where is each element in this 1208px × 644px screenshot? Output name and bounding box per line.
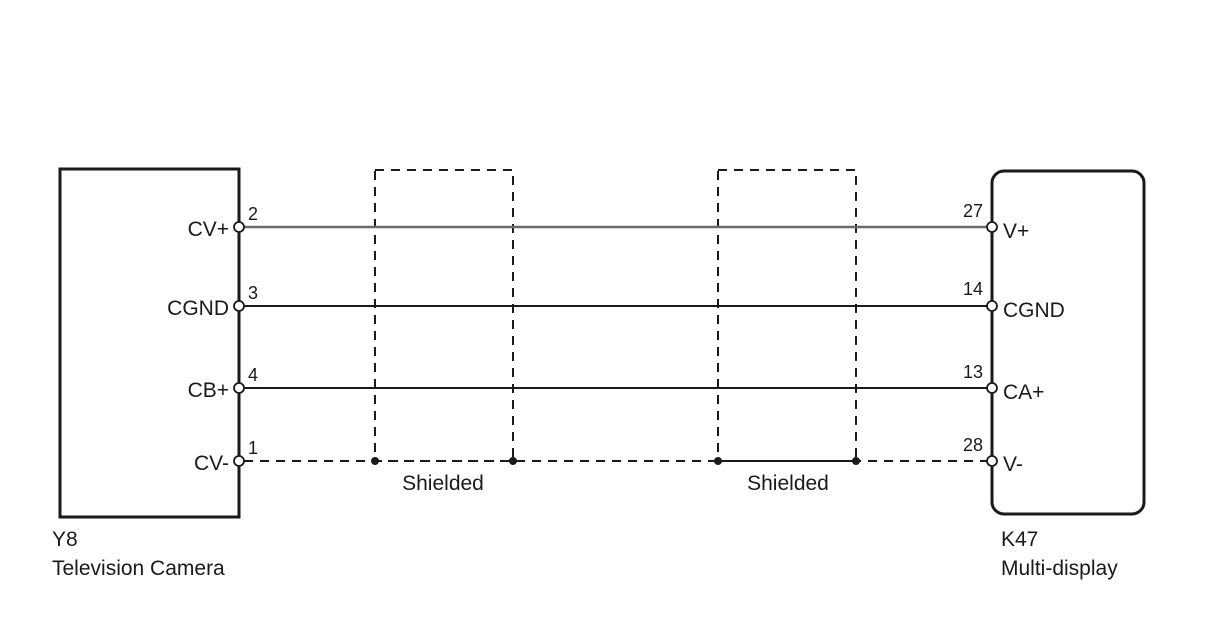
left-signal-label: CV- [194, 452, 229, 475]
multi-display-box [990, 169, 1146, 516]
shield-label: Shielded [402, 472, 484, 495]
right-component-code: K47 [1001, 528, 1038, 551]
left-signal-label: CGND [167, 297, 229, 320]
right-pin-number: 27 [963, 201, 983, 221]
left-terminal-pin [233, 300, 245, 312]
right-component-name: Multi-display [1001, 557, 1118, 580]
right-pin-number: 28 [963, 435, 983, 455]
right-signal-label: V+ [1003, 220, 1029, 243]
right-terminal-pin [986, 221, 998, 233]
shield-box-1 [374, 169, 514, 462]
shield-splice-dot [509, 457, 517, 465]
right-signal-label: V- [1003, 453, 1023, 476]
left-pin-number: 3 [248, 283, 258, 303]
right-pin-number: 13 [963, 362, 983, 382]
left-pin-number: 4 [248, 365, 258, 385]
shield-splice-dot [714, 457, 722, 465]
left-pin-number: 1 [248, 438, 258, 458]
shield-splice-dot [852, 457, 860, 465]
right-signal-label: CA+ [1003, 381, 1044, 404]
left-terminal-pin [233, 221, 245, 233]
left-signal-label: CB+ [188, 379, 229, 402]
left-terminal-pin [233, 455, 245, 467]
left-signal-label: CV+ [188, 218, 229, 241]
left-pin-number: 2 [248, 204, 258, 224]
shield-label: Shielded [747, 472, 829, 495]
television-camera-box [58, 167, 241, 519]
left-terminal-pin [233, 382, 245, 394]
shield-splice-dot [371, 457, 379, 465]
right-terminal-pin [986, 382, 998, 394]
left-component-code: Y8 [52, 528, 78, 551]
right-terminal-pin [986, 455, 998, 467]
right-terminal-pin [986, 300, 998, 312]
shield-box-2 [717, 169, 857, 462]
left-component-name: Television Camera [52, 557, 225, 580]
right-pin-number: 14 [963, 279, 983, 299]
right-signal-label: CGND [1003, 299, 1065, 322]
